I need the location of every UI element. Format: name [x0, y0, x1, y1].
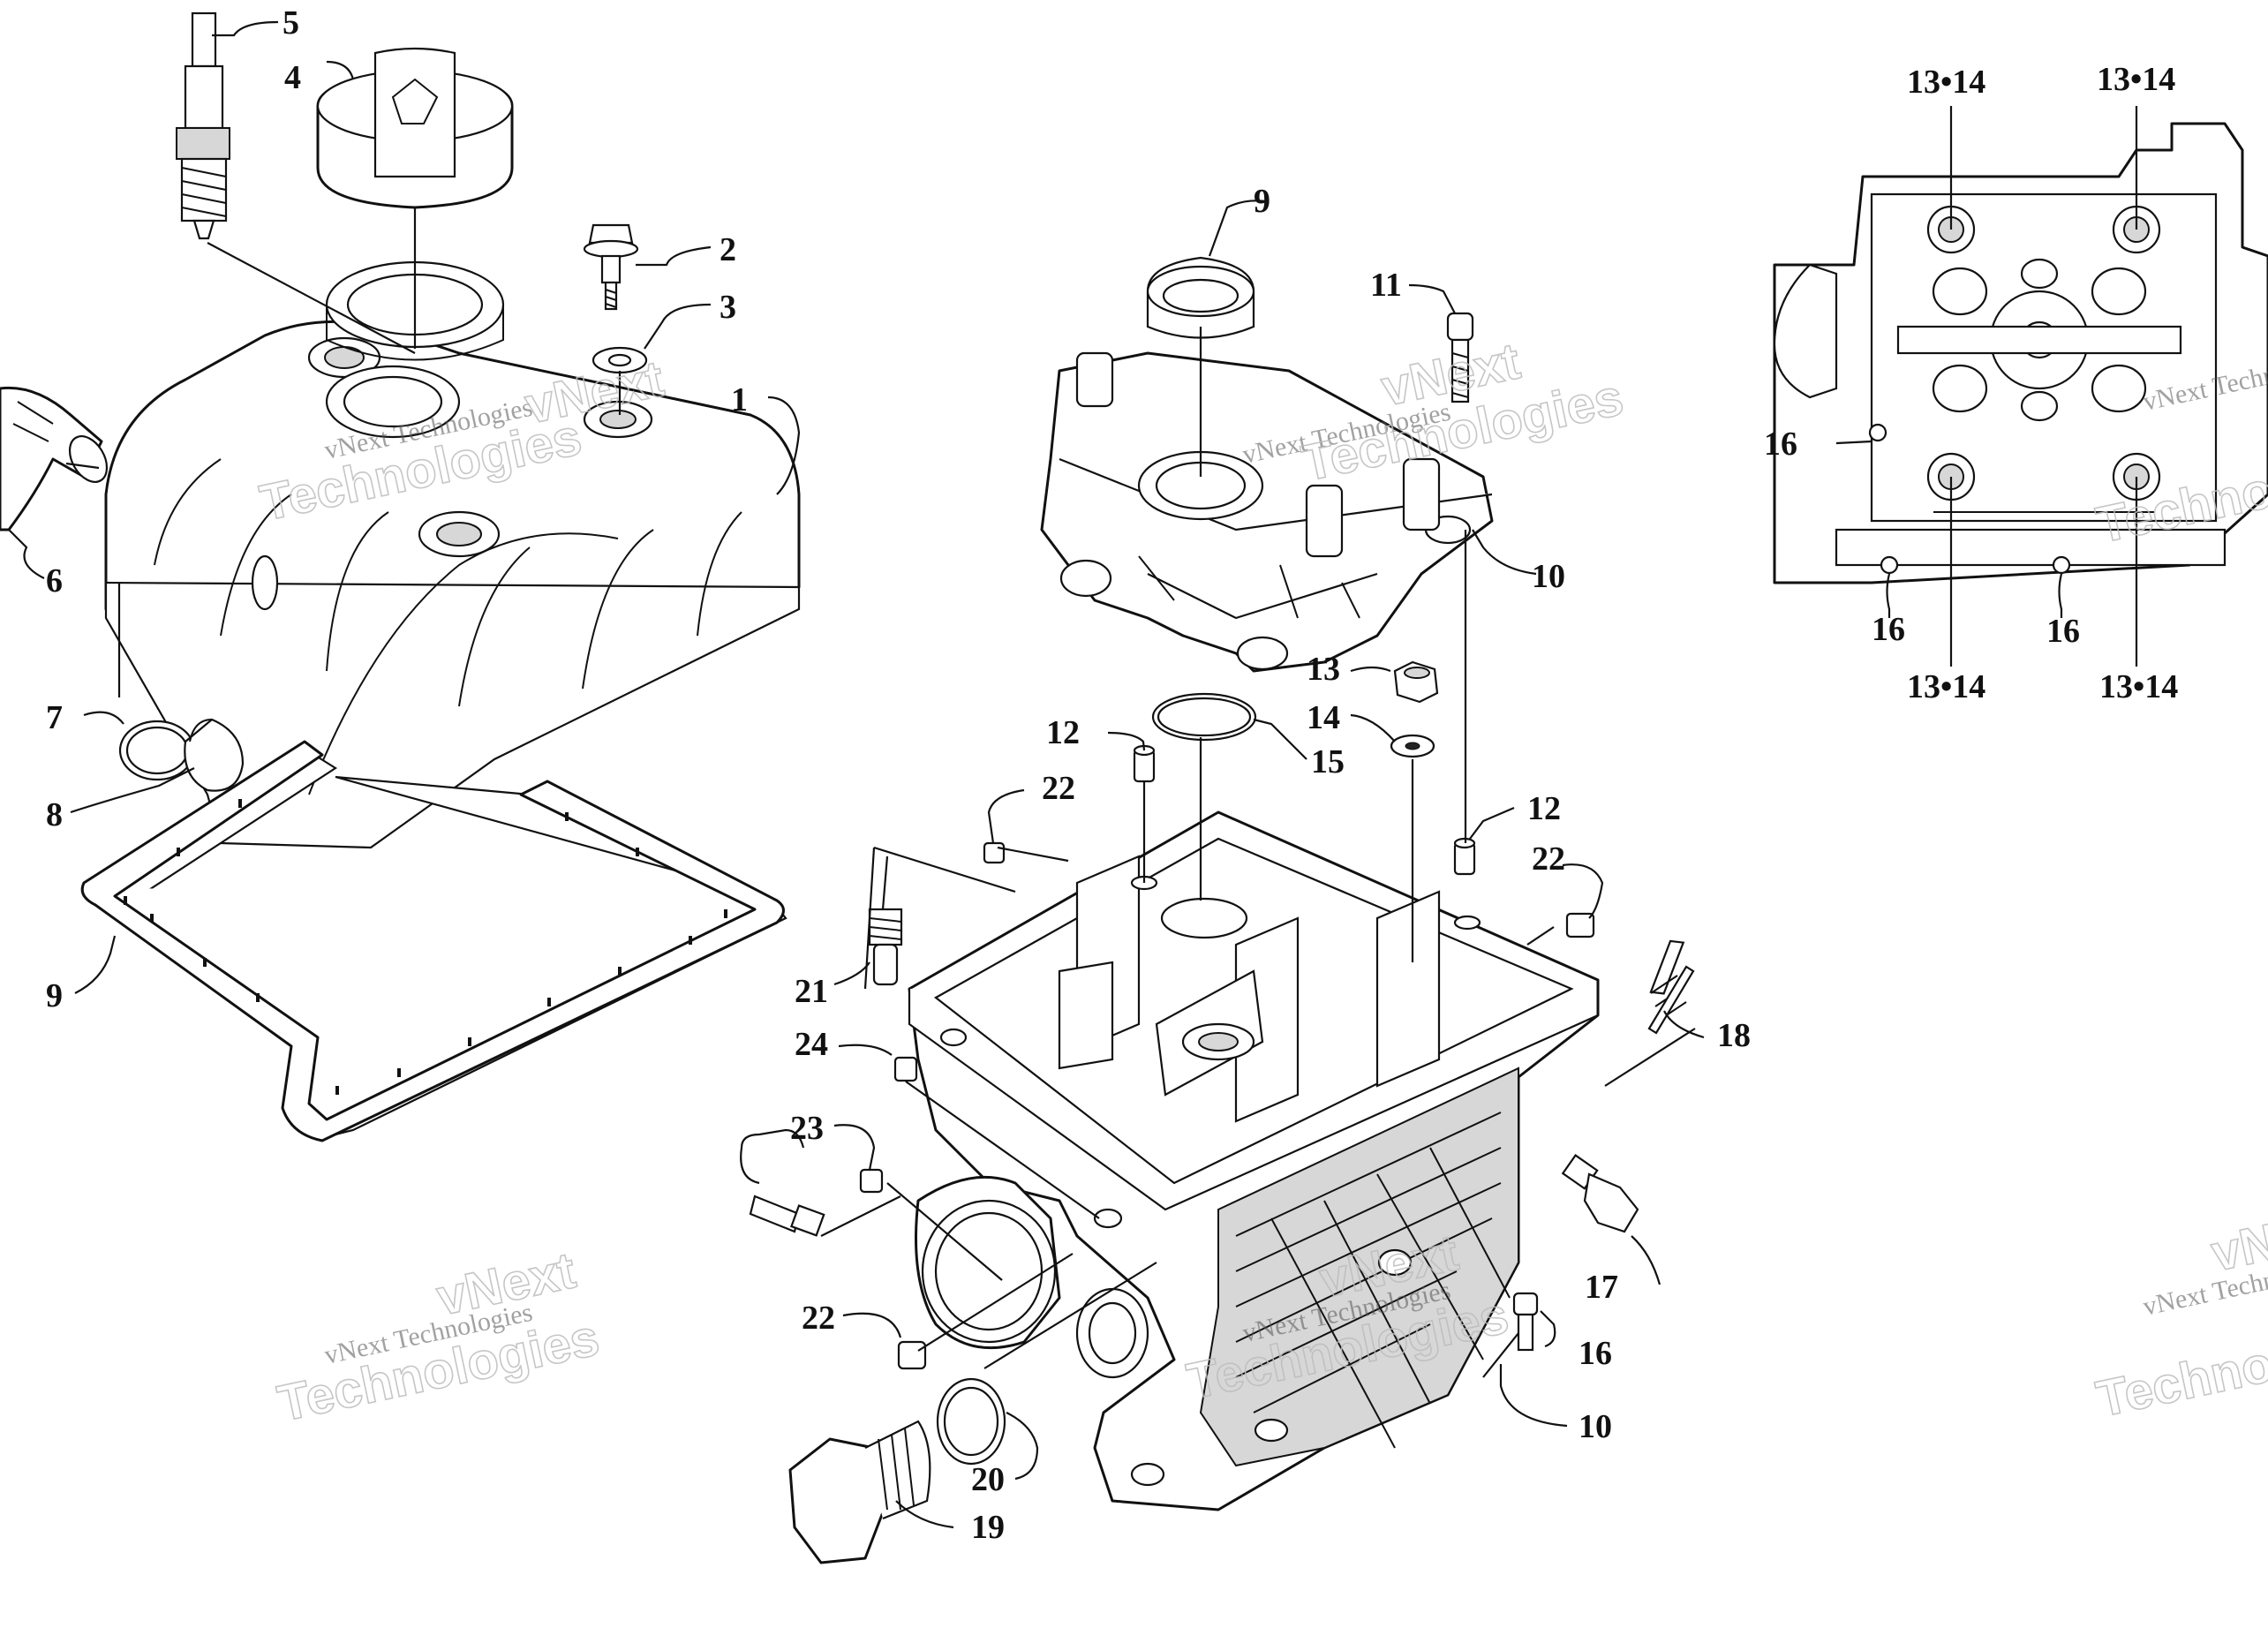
- callout-label: 22: [1042, 770, 1075, 807]
- valve-cover-gasket: [80, 740, 787, 1142]
- coolant-fitting: [868, 908, 903, 986]
- o-ring-15: [1151, 692, 1257, 742]
- head-bolt: [1512, 1292, 1539, 1352]
- drain-plug: [788, 1420, 931, 1564]
- exhaust-port: [915, 1175, 1149, 1379]
- crush-washer: [936, 1377, 1006, 1466]
- callout-label: 7: [46, 699, 63, 736]
- callout-label: 8: [46, 796, 63, 833]
- plug-22: [859, 841, 1595, 1370]
- callout-label: 14: [1307, 699, 1340, 736]
- cover-bolt: [583, 223, 639, 311]
- callout-label: 13•14: [2097, 61, 2175, 98]
- oil-filler-cap: [316, 47, 514, 209]
- o-ring: [118, 720, 196, 781]
- leader-lines: [8, 20, 2138, 1529]
- callout-label: 1: [731, 381, 748, 418]
- callout-label: 17: [1585, 1269, 1618, 1306]
- callout-label: 24: [795, 1026, 828, 1063]
- callout-label: 9: [46, 977, 63, 1014]
- callout-label: 10: [1532, 558, 1565, 595]
- watermark-outline: Technologies: [2091, 1304, 2268, 1428]
- dowel-pin: [1133, 744, 1476, 876]
- callout-label: 18: [1717, 1017, 1751, 1054]
- callout-label: 16: [1764, 426, 1797, 463]
- callout-label: 13•14: [1907, 668, 1985, 705]
- callout-label: 4: [284, 59, 301, 96]
- callout-label: 20: [971, 1461, 1005, 1498]
- callout-label: 9: [1254, 183, 1270, 220]
- callout-label: 2: [720, 231, 736, 268]
- callout-label: 3: [720, 289, 736, 326]
- callout-label: 13•14: [1907, 64, 1985, 101]
- bleed-fitting: [749, 1195, 825, 1237]
- callout-label: 21: [795, 973, 828, 1010]
- breather-elbow: [0, 386, 109, 531]
- washer: [1390, 734, 1435, 758]
- circlip: [184, 718, 245, 792]
- callout-label: 16: [2046, 613, 2080, 650]
- callout-label: 13: [1307, 651, 1340, 688]
- callout-label: 6: [46, 562, 63, 599]
- callout-label: 22: [1532, 840, 1565, 878]
- callout-label: 22: [802, 1300, 835, 1337]
- callout-label: 15: [1311, 743, 1345, 780]
- callout-label: 10: [1579, 1408, 1612, 1445]
- callout-label: 23: [790, 1110, 824, 1147]
- cover-washer: [591, 346, 648, 374]
- plug-24: [893, 1056, 918, 1082]
- callout-label: 11: [1370, 267, 1402, 304]
- callout-label: 12: [1527, 790, 1561, 827]
- cam-carrier: [1040, 351, 1494, 673]
- callout-label: 19: [971, 1509, 1005, 1546]
- head-top-view: [1773, 122, 2268, 584]
- spark-plug: [176, 11, 230, 240]
- nut: [1393, 660, 1439, 704]
- callout-labels: 5 4 2 3 1 6 7 8 9 9 11 10 13 14 15 12 12…: [46, 4, 2178, 1546]
- temp-sensor: [1561, 1154, 1639, 1233]
- cam-seal: [1146, 256, 1255, 339]
- callout-label: 13•14: [2099, 668, 2178, 705]
- stud: [1647, 939, 1695, 1035]
- callout-label: 16: [1579, 1335, 1612, 1372]
- callout-label: 16: [1872, 611, 1905, 648]
- cylinder-head: [908, 810, 1600, 1511]
- cap-screw: [1446, 312, 1474, 403]
- watermark-outline: vNext: [2206, 1197, 2268, 1282]
- callout-label: 5: [283, 4, 299, 41]
- callout-label: 12: [1046, 714, 1080, 751]
